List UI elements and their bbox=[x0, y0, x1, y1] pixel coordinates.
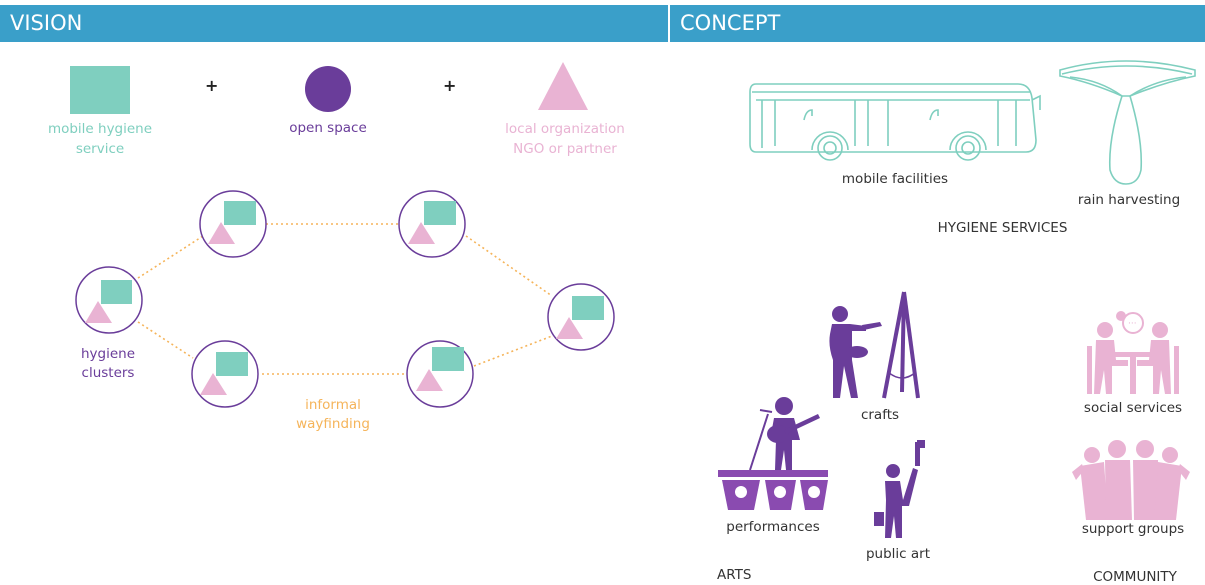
plus-sign-1: + bbox=[205, 76, 219, 95]
guitar-player-icon bbox=[767, 397, 820, 470]
social-services-label: social services bbox=[1083, 400, 1183, 416]
cluster-node bbox=[191, 340, 259, 408]
social-services-icon bbox=[1087, 322, 1179, 394]
crafts-label: crafts bbox=[860, 407, 900, 423]
wayfinding-label-line2: wayfinding bbox=[296, 416, 370, 432]
plus-sign-2: + bbox=[443, 76, 457, 95]
rain-harvesting-label: rain harvesting bbox=[1077, 192, 1181, 208]
cluster-node bbox=[547, 283, 615, 351]
speech-bubble-icon: ··· bbox=[1116, 311, 1144, 334]
cluster-node bbox=[75, 266, 143, 334]
hygiene-square-legend-icon bbox=[70, 66, 130, 114]
rain-harvester-icon bbox=[1059, 60, 1196, 185]
hygiene-legend-label-line1: mobile hygiene bbox=[47, 121, 153, 137]
org-triangle-legend-icon bbox=[538, 62, 588, 110]
vision-banner: VISION bbox=[0, 5, 668, 42]
hygiene-legend-label-line2: service bbox=[75, 141, 125, 157]
microphone-stand-icon bbox=[749, 409, 773, 471]
vision-title: VISION bbox=[10, 11, 83, 35]
wall-painter-icon bbox=[874, 440, 925, 538]
wayfinding-links bbox=[137, 223, 553, 375]
cluster-node bbox=[398, 190, 466, 258]
org-legend-label-line1: local organization bbox=[505, 121, 625, 137]
support-groups-label: support groups bbox=[1081, 521, 1185, 537]
clusters-label-line1: hygiene bbox=[80, 346, 136, 362]
support-group-icon bbox=[1072, 440, 1190, 520]
open-space-legend-label: open space bbox=[289, 120, 367, 136]
stage-icon bbox=[718, 470, 828, 477]
wayfinding-label-line1: informal bbox=[305, 397, 361, 413]
svg-text:···: ··· bbox=[1128, 319, 1137, 329]
easel-icon bbox=[882, 291, 920, 399]
clusters-label-line2: clusters bbox=[81, 365, 135, 381]
audience-icon bbox=[722, 480, 828, 510]
community-heading: COMMUNITY bbox=[1093, 569, 1177, 585]
painter-icon bbox=[829, 306, 882, 398]
mobile-facilities-label: mobile facilities bbox=[841, 171, 949, 187]
cluster-node bbox=[406, 340, 474, 408]
bus-icon bbox=[749, 83, 1041, 161]
arts-heading: ARTS bbox=[717, 567, 752, 583]
org-legend-label-line2: NGO or partner bbox=[513, 141, 617, 157]
hygiene-services-heading: HYGIENE SERVICES bbox=[937, 220, 1068, 236]
performances-label: performances bbox=[726, 519, 820, 535]
cluster-node bbox=[199, 190, 267, 258]
concept-title: CONCEPT bbox=[680, 11, 781, 35]
public-art-label: public art bbox=[865, 546, 931, 562]
open-space-circle-legend-icon bbox=[305, 66, 351, 112]
concept-banner: CONCEPT bbox=[670, 5, 1205, 42]
